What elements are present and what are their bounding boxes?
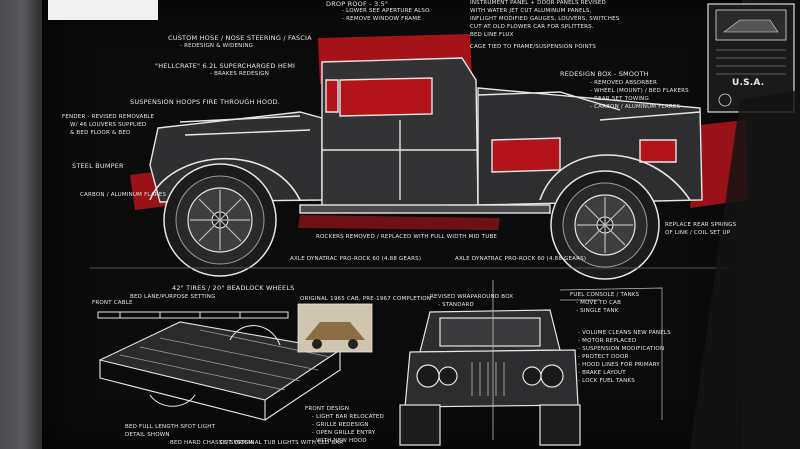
note-fuel: FUEL CONSOLE / TANKS — [570, 292, 640, 298]
data-plate — [707, 3, 795, 113]
note-engine: CUSTOM HOSE / NOSE STEERING / FASCIA — [168, 34, 312, 42]
note-right-7: - LOCK FUEL TANKS — [578, 378, 635, 384]
note-redesign-box: REDESIGN BOX - SMOOTH — [560, 70, 649, 78]
note-roof-sub2: - REMOVE WINDOW FRAME — [342, 16, 421, 22]
note-grille-notes-sub2: - GRILLE REDESIGN — [312, 422, 369, 428]
note-right-4: - PROTECT DOOR — [578, 354, 629, 360]
note-hellcat-sub: - BRAKES REDESIGN — [210, 71, 270, 77]
note-box-sub4: - CARBON / ALUMINUM FLARES — [590, 104, 681, 110]
note-box-sub2: - WHEEL (MOUNT) / BED FLAKERS — [590, 88, 689, 94]
front-fender-arch — [149, 157, 301, 201]
note-photo-caption: ORIGINAL 1965 CAB, PRE-1967 COMPLETION — [300, 296, 432, 302]
note-right-3: - SUSPENSION MODIFICATION — [578, 346, 665, 352]
red-smear-rocker — [298, 215, 500, 230]
note-grille-sub: - STANDARD — [438, 302, 474, 308]
note-dash-sub1: WITH WATER JET CUT ALUMINUM PANELS, — [470, 8, 592, 14]
note-rockers: ROCKERS REMOVED / REPLACED WITH FULL WID… — [316, 234, 498, 240]
front-view-sketch — [399, 280, 581, 446]
note-dash-top: INSTRUMENT PANEL + DOOR PANELS REVISED — [470, 0, 606, 6]
note-dash-sub4: BED LINE FLUX — [470, 32, 514, 38]
foreground-shadow — [690, 90, 800, 449]
bed-sketch — [98, 321, 342, 421]
note-fender-sub1: W/ 46 LOUVERS SUPPLIED — [70, 122, 147, 128]
note-right-2: - MOTOR REPLACED — [578, 338, 637, 344]
note-grille-notes-sub4: - WITH NEW HOOD — [312, 438, 367, 444]
front-wheel — [163, 163, 277, 277]
note-grille-notes-sub1: - LIGHT BAR RELOCATED — [312, 414, 384, 420]
note-fender: FENDER - REVISED REMOVABLE — [62, 114, 155, 120]
note-hood: SUSPENSION HOOPS FIRE THROUGH HOOD. — [130, 98, 280, 106]
note-fender-sub2: & BED FLOOR & BED — [70, 130, 131, 136]
tailgate-bar — [97, 311, 289, 319]
note-grille-box: REVISED WRAPAROUND BOX — [430, 294, 514, 300]
note-dash-sub3: CUT AT OLD FLOWER CAR FOR SPLITTERS. — [470, 24, 594, 30]
note-fuel-sub1: - MOVE TO CAB — [576, 300, 622, 306]
note-cage: CAGE TIED TO FRAME/SUSPENSION POINTS — [470, 44, 597, 50]
note-bumper: STEEL BUMPER — [72, 162, 124, 170]
note-bottom: CUT ORIGINAL TUB LIGHTS WITH LED BAR — [220, 440, 344, 446]
rear-fender-arch — [539, 154, 691, 201]
note-bed-label: BED LANE/PURPOSE SETTING — [130, 294, 216, 300]
note-right-5: - HOOD LINES FOR PRIMARY — [578, 362, 660, 368]
rear-wheel — [550, 170, 660, 280]
note-box-sub1: - REMOVED ABSORBER — [590, 80, 657, 86]
note-front-axle: AXLE DYNATRAC PRO-ROCK 60 (4.88 GEARS) — [290, 256, 422, 262]
note-roof-sub1: - LOWER SEE APERTURE ALSO — [342, 8, 430, 14]
note-bumper-sub: CARBON / ALUMINUM FLARES — [80, 192, 167, 198]
original-truck-photo — [297, 303, 373, 353]
note-bed-bottom2: DETAIL SHOWN — [125, 432, 170, 438]
note-rear-axle: AXLE DYNATRAC PRO-ROCK 60 (4.88 GEARS) — [455, 256, 587, 262]
note-bed-side: FRONT CABLE — [92, 300, 133, 306]
note-dash-sub2: INFLIGHT MODIFIED GAUGES, LOUVERS, SWITC… — [470, 16, 620, 22]
note-bed-bottom: BED FULL LENGTH SPOT LIGHT — [125, 424, 216, 430]
note-grille-notes: FRONT DESIGN — [305, 406, 350, 412]
note-rear-flare-sub: OF LINK / COIL SET UP — [665, 230, 731, 236]
note-roof: DROP ROOF - 3.5" — [326, 0, 389, 8]
note-box-sub3: - REAR SET TOWING — [590, 96, 649, 102]
note-tires: 42" TIRES / 20" BEADLOCK WHEELS — [172, 284, 295, 292]
note-hellcat: "HELLCRATE" 6.2L SUPERCHARGED HEMI — [155, 62, 296, 70]
note-grille-notes-sub3: - OPEN GRILLE ENTRY — [312, 430, 376, 436]
note-right-6: - BRAKE LAYOUT — [578, 370, 626, 376]
title-strip — [48, 0, 158, 20]
note-engine-sub: - REDESIGN & WIDENING — [180, 43, 254, 49]
note-bed-caption: BED HARD CHASSIS SYSTEM — [170, 440, 254, 446]
detail-leaders — [559, 287, 663, 420]
note-fuel-sub2: - SINGLE TANK — [576, 308, 619, 314]
note-rear-flare: REPLACE REAR SPRINGS — [665, 222, 737, 228]
plate-usa: U.S.A. — [732, 78, 765, 88]
note-right-1: - VOLUME CLEANS NEW PANELS — [578, 330, 671, 336]
